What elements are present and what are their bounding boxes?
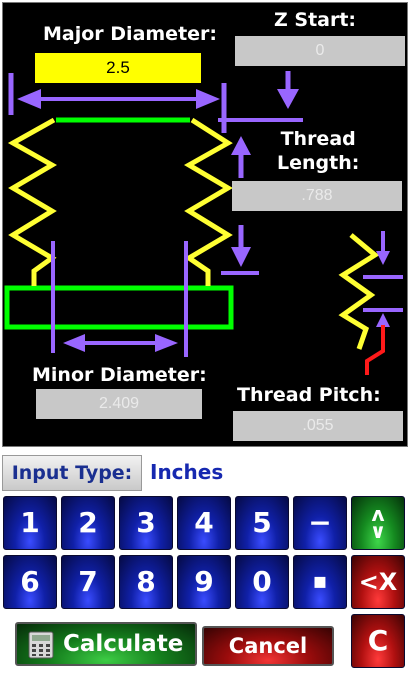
- thread-base-rect: [4, 285, 234, 330]
- calculator-icon: [28, 631, 54, 659]
- key-1[interactable]: 1: [3, 496, 57, 550]
- key-minus[interactable]: −: [293, 496, 347, 550]
- pitch-leader-line: [365, 325, 385, 375]
- key-2[interactable]: 2: [61, 496, 115, 550]
- minor-diameter-label: Minor Diameter:: [32, 364, 207, 386]
- major-diameter-label: Major Diameter:: [43, 23, 218, 45]
- key-4[interactable]: 4: [177, 496, 231, 550]
- input-type-button[interactable]: Input Type:: [2, 455, 142, 491]
- calculate-label: Calculate: [63, 631, 184, 657]
- z-start-field[interactable]: 0: [235, 36, 405, 66]
- key-9[interactable]: 9: [177, 555, 231, 609]
- thread-diagram-panel: Major Diameter: 2.5 Z Start: 0 Thread Le…: [2, 2, 408, 447]
- key-backspace[interactable]: <X: [351, 555, 405, 609]
- thread-length-label: Thread Length:: [277, 128, 360, 174]
- thread-pitch-field[interactable]: .055: [233, 411, 403, 441]
- key-0[interactable]: 0: [235, 555, 289, 609]
- key-clear[interactable]: C: [351, 614, 405, 668]
- input-type-value: Inches: [150, 460, 224, 484]
- key-3[interactable]: 3: [119, 496, 173, 550]
- thread-diagram: [4, 71, 403, 375]
- right-thread-profile: [183, 117, 233, 286]
- key-up-down[interactable]: ʌ ∨: [351, 496, 405, 550]
- key-decimal[interactable]: ▪: [293, 555, 347, 609]
- major-diameter-field[interactable]: 2.5: [35, 53, 201, 83]
- z-start-label: Z Start:: [274, 9, 357, 31]
- pitch-thread-profile: [338, 233, 380, 350]
- key-8[interactable]: 8: [119, 555, 173, 609]
- cancel-button[interactable]: Cancel: [202, 626, 334, 666]
- key-5[interactable]: 5: [235, 496, 289, 550]
- minor-diameter-field[interactable]: 2.409: [36, 389, 202, 419]
- key-6[interactable]: 6: [3, 555, 57, 609]
- thread-pitch-label: Thread Pitch:: [237, 384, 381, 406]
- thread-length-field[interactable]: .788: [232, 181, 402, 211]
- key-7[interactable]: 7: [61, 555, 115, 609]
- left-thread-profile: [7, 117, 58, 286]
- calculate-button[interactable]: Calculate: [15, 622, 197, 666]
